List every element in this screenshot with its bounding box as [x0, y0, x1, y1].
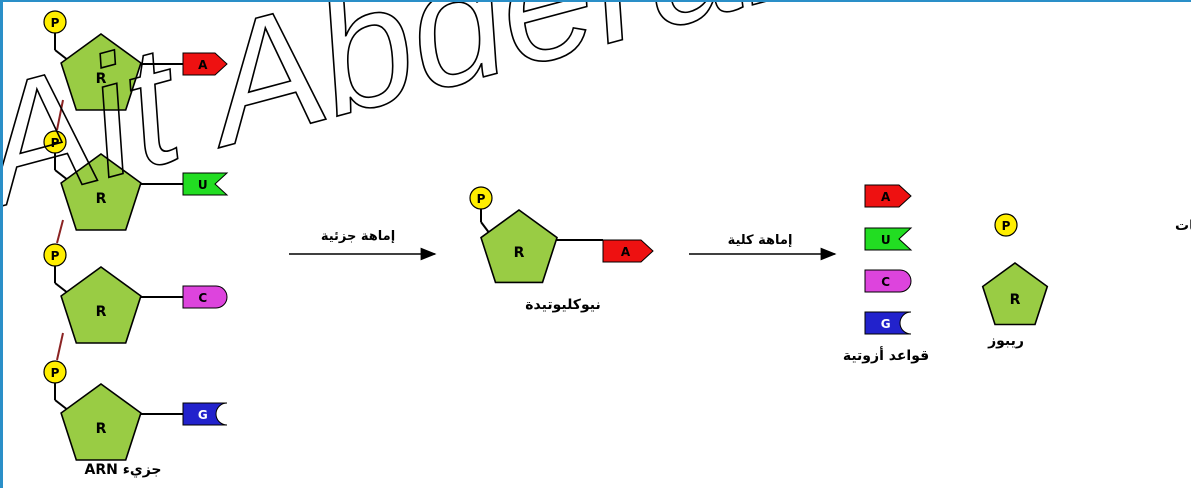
base-A-letter: A	[621, 245, 631, 259]
rna-molecule: R P A R P U R P C R P G	[43, 10, 229, 461]
ribose-symbol: R	[514, 245, 525, 261]
phosphate-label: مجموعة فوسفات	[1175, 218, 1191, 234]
ribose-label: ريبوز	[987, 333, 1024, 349]
phosphate-group: P	[994, 213, 1018, 237]
base-U	[864, 227, 913, 251]
ribose-pentagon	[480, 209, 558, 284]
phosphodiester-bond	[56, 332, 64, 361]
phosphate-circle	[43, 360, 67, 384]
hydrolysis-diagram: R P A R P U R P C R P G جزيء ARN إماهة جزئية R P A ني…	[0, 0, 1191, 479]
ribose-symbol: R	[96, 304, 107, 320]
ribose-pentagon	[60, 153, 142, 231]
phosphate-circle	[43, 130, 67, 154]
ribose-symbol: R	[96, 191, 107, 207]
base-G-letter: G	[881, 317, 891, 331]
base-U-letter: U	[198, 178, 208, 192]
base-C	[864, 269, 912, 293]
phosphate-symbol: P	[51, 249, 60, 263]
ribose-pentagon	[981, 262, 1049, 326]
ribose-symbol: R	[96, 421, 107, 437]
base-U	[182, 172, 229, 196]
base-G	[182, 402, 228, 426]
base-A-letter: A	[198, 58, 208, 72]
base-C-letter: C	[881, 275, 890, 289]
rna-label: جزيء ARN	[84, 462, 161, 479]
phosphate-circle	[43, 243, 67, 267]
nucleotide-label: نيوكليوتيدة	[525, 297, 600, 313]
base-A	[864, 184, 912, 208]
phosphate-symbol: P	[51, 16, 60, 30]
watermark: Ait Abderahmane	[3, 2, 1191, 244]
ribose-symbol: R	[96, 71, 107, 87]
base-C-letter: C	[198, 291, 207, 305]
partial-hydrolysis-label: إماهة جزئية	[321, 229, 395, 244]
total-hydrolysis-label: إماهة كلية	[728, 233, 793, 248]
base-G-letter: G	[198, 408, 208, 422]
nitrogen-bases: A U C G	[864, 184, 913, 335]
phosphodiester-bond	[56, 99, 64, 131]
ribose-pentagon	[60, 266, 142, 344]
phosphate-circle	[994, 213, 1018, 237]
base-A	[182, 52, 228, 76]
ribose-pentagon	[60, 33, 142, 111]
phosphate-symbol: P	[51, 366, 60, 380]
phosphate-circle	[43, 10, 67, 34]
base-U-letter: U	[881, 233, 891, 247]
base-A-letter: A	[881, 190, 891, 204]
ribose: R	[981, 262, 1049, 326]
nitrogen-bases-label: قواعد أزوتية	[843, 346, 929, 364]
base-C	[182, 285, 228, 309]
phosphate-symbol: P	[477, 192, 486, 206]
phosphate-symbol: P	[1002, 219, 1011, 233]
nucleotide: R P A	[469, 186, 654, 284]
ribose-pentagon	[60, 383, 142, 461]
base-A	[602, 239, 654, 263]
phosphodiester-bond	[56, 219, 64, 244]
base-G	[864, 311, 912, 335]
phosphate-circle	[469, 186, 493, 210]
phosphate-symbol: P	[51, 136, 60, 150]
ribose-symbol: R	[1010, 292, 1021, 308]
